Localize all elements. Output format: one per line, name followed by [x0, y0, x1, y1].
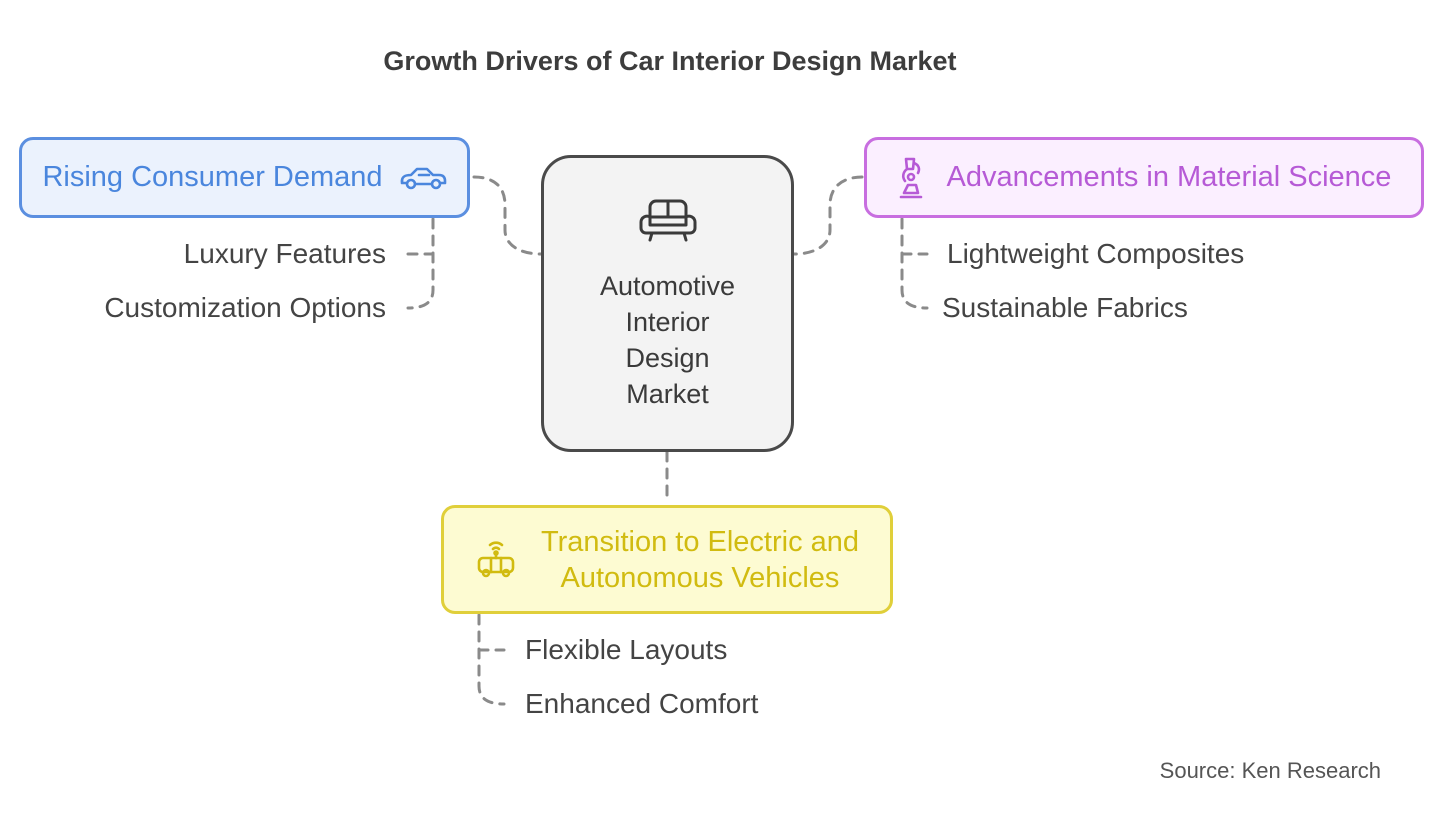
center-label-line: Automotive	[599, 271, 736, 301]
item-luxury-features: Luxury Features	[183, 238, 386, 269]
diagram-title: Growth Drivers of Car Interior Design Ma…	[383, 46, 957, 76]
car-icon	[399, 165, 447, 191]
branch-advancements-material-science: Advancements in Material Science	[864, 137, 1424, 218]
branch-rising-consumer-demand: Rising Consumer Demand	[19, 137, 470, 218]
connector-purple-items	[900, 217, 929, 310]
branch-label: Rising Consumer Demand	[42, 161, 383, 193]
connector-blue-items	[406, 217, 435, 310]
branch-label-line: Autonomous Vehicles	[560, 561, 840, 594]
item-flexible-layouts: Flexible Layouts	[525, 634, 728, 665]
branch-label: Transition to Electric and Autonomous Ve…	[541, 524, 859, 596]
sofa-icon	[638, 195, 698, 250]
source-note: Source: Ken Research	[1159, 758, 1381, 783]
branch-transition-electric-autonomous: Transition to Electric and Autonomous Ve…	[441, 505, 893, 614]
connector-purple-center	[792, 175, 864, 256]
center-label-line: Interior	[625, 307, 710, 337]
connector-blue-center	[472, 175, 543, 256]
center-label: Automotive Interior Design Market	[583, 268, 753, 412]
item-enhanced-comfort: Enhanced Comfort	[525, 688, 759, 719]
item-sustainable-fabrics: Sustainable Fabrics	[942, 292, 1188, 323]
item-customization-options: Customization Options	[104, 292, 386, 323]
center-node: Automotive Interior Design Market	[541, 155, 794, 452]
center-label-line: Design	[625, 343, 710, 373]
microscope-icon	[897, 155, 925, 201]
branch-label: Advancements in Material Science	[946, 161, 1392, 193]
center-label-line: Market	[626, 379, 709, 409]
branch-label-line: Transition to Electric and	[540, 525, 860, 558]
item-lightweight-composites: Lightweight Composites	[947, 238, 1245, 269]
autonomous-vehicle-icon	[475, 539, 517, 581]
connector-yellow-items	[477, 613, 506, 706]
